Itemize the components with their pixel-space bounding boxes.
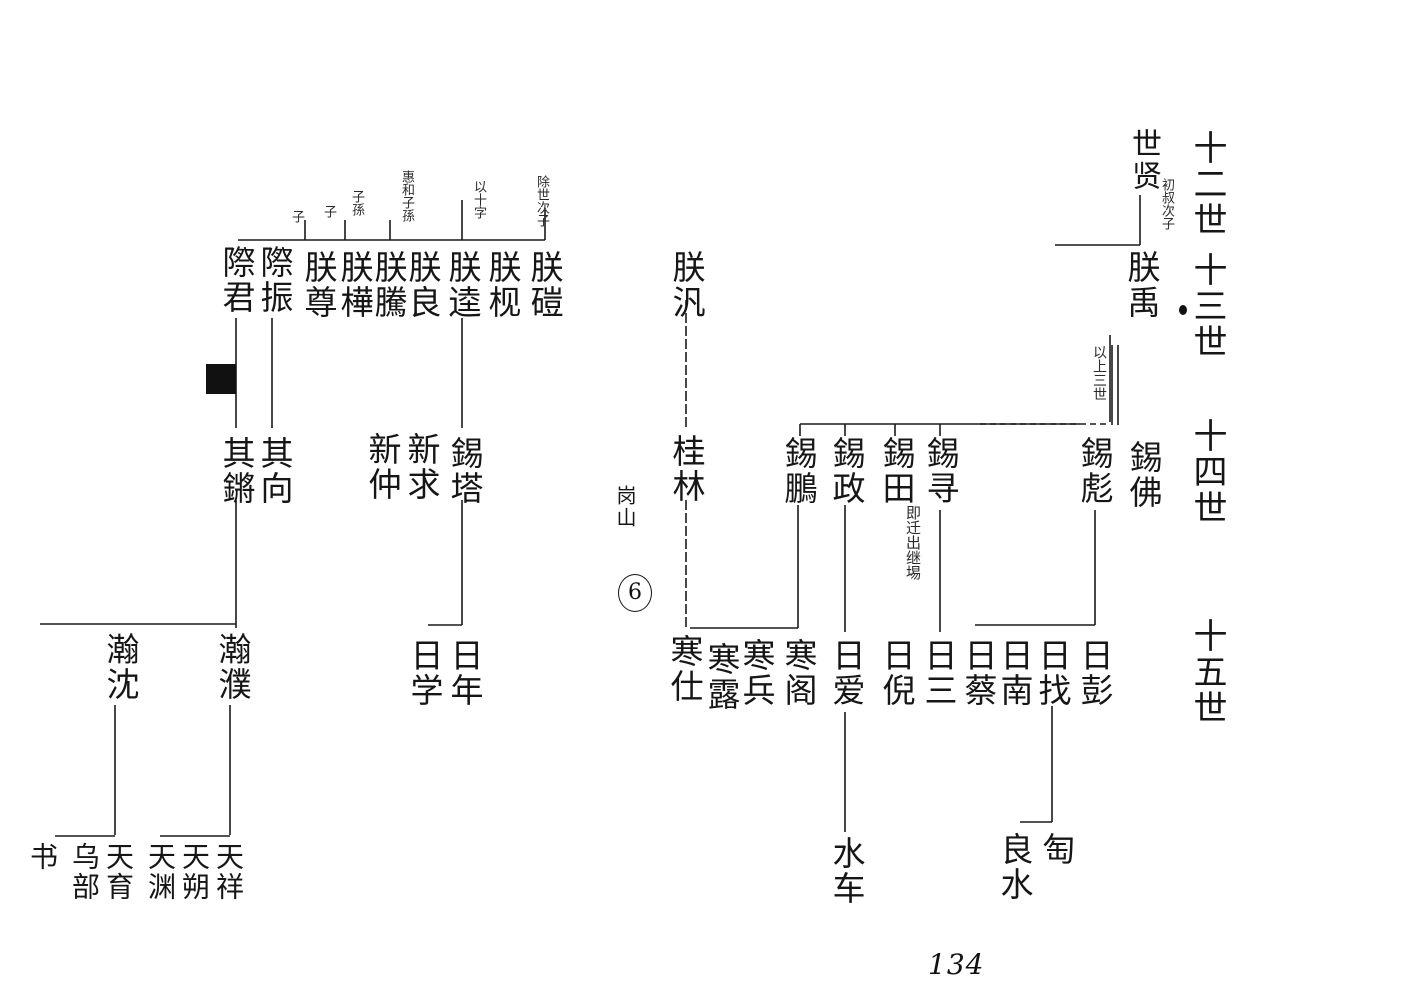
g16-name-4: 天祥: [212, 842, 245, 902]
g13-note-6: 子: [289, 210, 304, 223]
margin-note: 以上三世: [1091, 345, 1107, 401]
g13-name-4: 朕良: [403, 250, 442, 320]
g13-name-6: 朕樺: [335, 250, 374, 320]
page-number: 134: [928, 948, 985, 981]
g13-note-4: 子孫: [349, 190, 364, 216]
g14-name-1: 錫彪: [1075, 436, 1114, 506]
g15-name-10: 寒露: [702, 642, 741, 712]
g16-name-7: 天育: [102, 842, 135, 902]
g15-name-4: 日蔡: [959, 638, 998, 708]
g14-name-9: 新求: [402, 432, 441, 502]
g16-name-3: 水车: [827, 836, 866, 906]
g15-name-6: 日倪: [877, 638, 916, 708]
ancestor-note: 初叔次子: [1159, 178, 1174, 230]
g13-name-zhenyu: 朕禹: [1122, 250, 1161, 320]
g16-name-2: 良水: [995, 832, 1034, 902]
g15-name-3: 日南: [995, 638, 1034, 708]
g15-name-15: 瀚沈: [101, 632, 140, 702]
g14-name-3: 錫寻: [921, 436, 960, 506]
g15-name-7: 日爱: [827, 638, 866, 708]
ancestor-name: 世贤: [1126, 128, 1161, 192]
g13-name-5: 朕騰: [369, 250, 408, 320]
g13-name-10: 朕汎: [667, 250, 706, 320]
g13-note-2: 以十字: [471, 180, 486, 219]
g16-name-5: 天朔: [178, 842, 211, 902]
g15-name-1: 日彭: [1075, 638, 1114, 708]
g16-name-6: 天渊: [144, 842, 177, 902]
generation-label-13: 十三世: [1187, 252, 1227, 360]
g14-name-11: 其向: [255, 436, 294, 506]
g13-note-1: 除世次子: [534, 175, 549, 227]
generation-label-15: 十五世: [1187, 618, 1227, 726]
g13-note-3: 惠和子孫: [399, 170, 414, 222]
generation-label-14: 十四世: [1187, 418, 1227, 526]
g13-note-5: 子: [321, 205, 336, 218]
g13-name-2: 朕枧: [483, 250, 522, 320]
g16-name-1: 匋: [1037, 832, 1076, 867]
g14-name-2: 錫佛: [1124, 440, 1163, 510]
g15-name-5: 日三: [919, 638, 958, 708]
generation-label-12: 十二世: [1187, 130, 1227, 238]
g14-name-7: 桂林: [667, 434, 706, 504]
g15-name-12: 日年: [445, 638, 484, 708]
g13-name-3: 朕逵: [443, 250, 482, 320]
g15-name-14: 瀚濮: [213, 632, 252, 702]
g14-name-6: 錫鵬: [779, 436, 818, 506]
g16-name-9: 书: [26, 842, 59, 872]
g14-name-4: 錫田: [877, 436, 916, 506]
g13-name-9: 際君: [217, 245, 256, 315]
g16-name-8: 乌部: [68, 842, 101, 902]
g14-name-5: 錫政: [827, 436, 866, 506]
g13-name-7: 朕尊: [299, 250, 338, 320]
g14-name-8: 錫塔: [445, 436, 484, 506]
g15-name-13: 日学: [405, 638, 444, 708]
g15-name-9: 寒兵: [737, 638, 776, 708]
g15-name-11: 寒仕: [665, 634, 704, 704]
circled-number: 6: [618, 574, 652, 612]
g14-name-12: 其鏘: [217, 436, 256, 506]
g13-name-8: 際振: [255, 245, 294, 315]
g14-name-10: 新仲: [363, 432, 402, 502]
circled-number-text: 6: [628, 580, 642, 605]
g15-name-8: 寒阁: [779, 638, 818, 708]
g15-name-2: 日找: [1033, 638, 1072, 708]
g14-note-mountain: 岗山: [613, 485, 637, 529]
g13-name-1: 朕磑: [525, 250, 564, 320]
g14-note-xitian: 即迁出继埸: [904, 505, 922, 580]
